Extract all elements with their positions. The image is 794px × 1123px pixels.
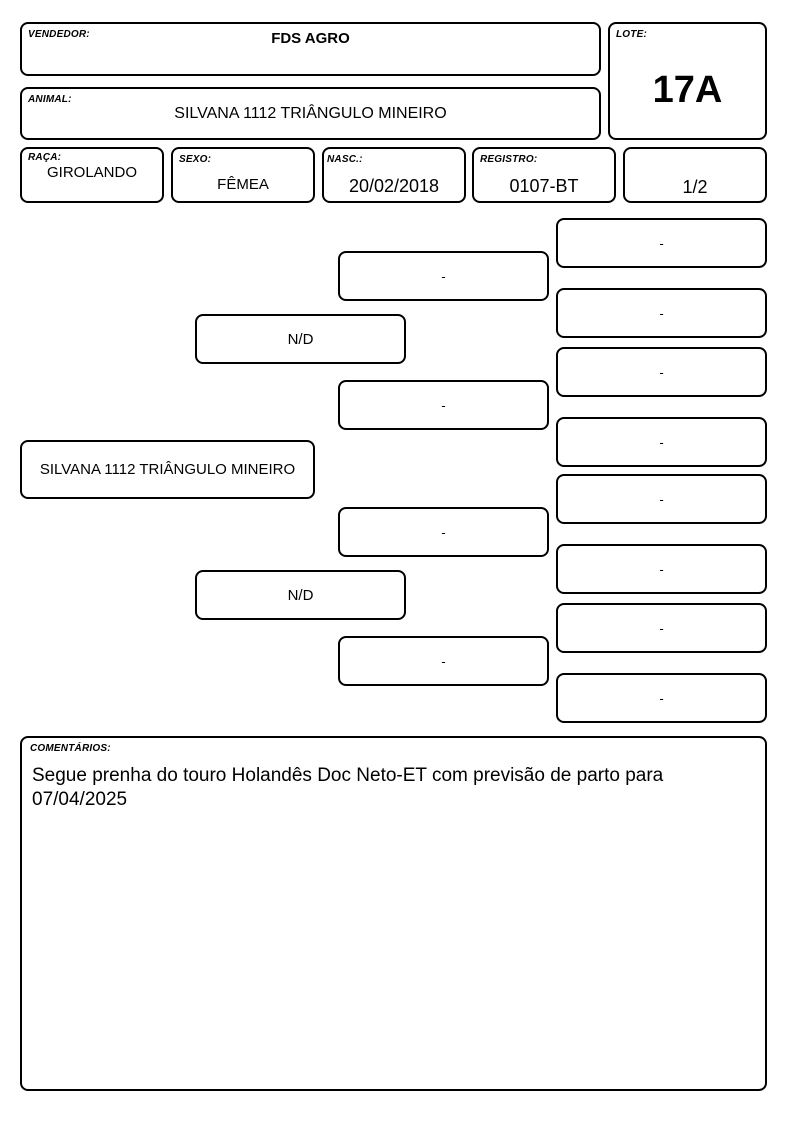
comments-label: COMENTÁRIOS:: [30, 743, 111, 754]
pedigree-grandparent: -: [338, 636, 549, 686]
lot-label: LOTE:: [616, 29, 647, 40]
registry-box: REGISTRO: 0107-BT: [472, 147, 616, 203]
breed-value: GIROLANDO: [46, 164, 137, 181]
pedigree-grandparent: -: [338, 380, 549, 430]
lot-value: 17A: [652, 69, 723, 111]
sex-box: SEXO: FÊMEA: [171, 147, 315, 203]
sex-value: FÊMEA: [217, 176, 269, 193]
breed-label: RAÇA:: [28, 152, 62, 163]
pedigree-great-grandparent: -: [556, 347, 767, 397]
animal-box: ANIMAL: SILVANA 1112 TRIÂNGULO MINEIRO: [20, 87, 601, 140]
pedigree-animal: SILVANA 1112 TRIÂNGULO MINEIRO: [20, 440, 315, 499]
pedigree-great-grandparent: -: [556, 417, 767, 467]
registry-label: REGISTRO:: [480, 154, 538, 165]
pedigree-great-grandparent: -: [556, 288, 767, 338]
pedigree-dam: N/D: [195, 570, 406, 620]
breed-box: RAÇA: GIROLANDO: [20, 147, 164, 203]
animal-label: ANIMAL:: [28, 94, 72, 105]
comments-text: Segue prenha do touro Holandês Doc Neto-…: [32, 765, 664, 810]
birth-value: 20/02/2018: [348, 176, 440, 196]
seller-label: VENDEDOR:: [28, 29, 90, 40]
pedigree-great-grandparent: -: [556, 673, 767, 723]
birth-box: NASC.: 20/02/2018: [322, 147, 466, 203]
sex-label: SEXO:: [179, 154, 212, 165]
lot-box: LOTE: 17A: [608, 22, 767, 140]
pedigree-sire: N/D: [195, 314, 406, 364]
comments-box: COMENTÁRIOS: Segue prenha do touro Holan…: [20, 736, 767, 1091]
fraction-value: 1/2: [682, 177, 708, 197]
pedigree-great-grandparent: -: [556, 603, 767, 653]
pedigree-grandparent: -: [338, 507, 549, 557]
animal-value: SILVANA 1112 TRIÂNGULO MINEIRO: [174, 105, 447, 122]
pedigree-grandparent: -: [338, 251, 549, 301]
pedigree-great-grandparent: -: [556, 544, 767, 594]
seller-value: FDS AGRO: [271, 30, 350, 47]
birth-label: NASC.:: [327, 154, 363, 165]
seller-box: VENDEDOR: FDS AGRO: [20, 22, 601, 76]
pedigree-great-grandparent: -: [556, 218, 767, 268]
fraction-box: 1/2: [623, 147, 767, 203]
registry-value: 0107-BT: [509, 176, 579, 196]
pedigree-great-grandparent: -: [556, 474, 767, 524]
